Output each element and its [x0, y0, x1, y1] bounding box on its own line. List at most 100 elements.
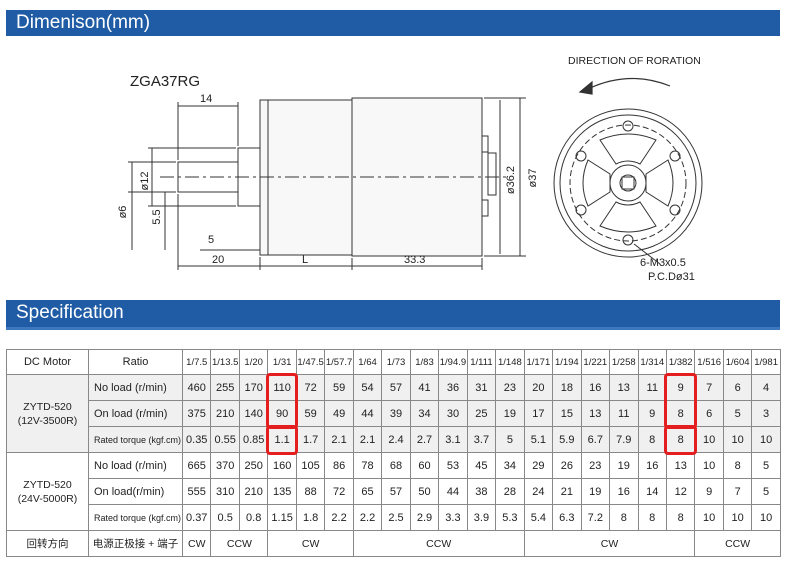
- table-cell: 50: [409, 478, 440, 505]
- table-cell: 0.55: [210, 426, 240, 453]
- table-cell: 19: [580, 478, 611, 505]
- table-cell: 19: [609, 452, 639, 479]
- ratio-header-cell: 1/981: [751, 349, 781, 375]
- dim-label-d36-2: ø36.2: [505, 166, 517, 194]
- table-cell: 9: [637, 400, 667, 427]
- table-cell: 555: [181, 478, 212, 505]
- table-cell: 59: [295, 400, 326, 427]
- table-cell: 1.15: [267, 504, 297, 531]
- ratio-header-cell: 1/604: [722, 349, 753, 375]
- table-cell: 11: [609, 400, 639, 427]
- table-cell: 10: [751, 426, 781, 453]
- table-cell: 28: [495, 478, 525, 505]
- table-cell: 3.7: [466, 426, 497, 453]
- dim-label-5-5: 5.5: [151, 209, 163, 224]
- table-cell: 38: [466, 478, 497, 505]
- dim-label-d37: ø37: [527, 169, 539, 188]
- rotation-direction-label: 回转方向: [6, 530, 89, 557]
- ratio-header-cell: 1/73: [381, 349, 411, 375]
- rotation-direction-cell: CCW: [210, 530, 269, 557]
- motor-model-spec: (24V-5000R): [17, 492, 78, 505]
- table-cell: 0.5: [210, 504, 240, 531]
- table-cell: 17: [523, 400, 554, 427]
- rotation-arrow-icon: [578, 77, 671, 95]
- ratio-header-cell: 1/64: [352, 349, 383, 375]
- row-label: Rated torque (kgf.cm): [88, 426, 183, 453]
- table-cell: 1.1: [267, 426, 297, 453]
- table-cell: 2.1: [352, 426, 383, 453]
- table-cell: 10: [751, 504, 781, 531]
- table-cell: 44: [438, 478, 468, 505]
- table-cell: 210: [238, 478, 269, 505]
- table-cell: 170: [238, 374, 269, 401]
- table-cell: 10: [694, 426, 724, 453]
- table-cell: 86: [324, 452, 354, 479]
- dim-label-33-3: 33.3: [404, 254, 425, 266]
- table-cell: 45: [466, 452, 497, 479]
- rotation-direction-cell: CW: [267, 530, 354, 557]
- table-cell: 72: [324, 478, 354, 505]
- table-cell: 18: [552, 374, 582, 401]
- table-cell: 8: [722, 452, 753, 479]
- row-label: No load (r/min): [88, 374, 183, 401]
- rotation-label: DIRECTION OF RORATION: [568, 55, 701, 67]
- motor-model-cell: ZYTD-520(24V-5000R): [6, 452, 89, 531]
- table-cell: 59: [324, 374, 354, 401]
- table-cell: 13: [580, 400, 611, 427]
- table-cell: 10: [722, 426, 753, 453]
- ratio-header-cell: 1/148: [495, 349, 525, 375]
- row-label: On load (r/min): [88, 400, 183, 427]
- table-cell: 7.9: [609, 426, 639, 453]
- motor-terminal: [481, 135, 489, 153]
- table-cell: 2.9: [409, 504, 440, 531]
- table-cell: 6.7: [580, 426, 611, 453]
- ratio-header-cell: 1/57.7: [324, 349, 354, 375]
- table-cell: 78: [352, 452, 383, 479]
- table-cell: 5.3: [495, 504, 525, 531]
- table-cell: 60: [409, 452, 440, 479]
- table-cell: 11: [637, 374, 667, 401]
- dim-label-d6: ø6: [117, 206, 129, 219]
- table-cell: 36: [438, 374, 468, 401]
- table-cell: 16: [637, 452, 667, 479]
- table-cell: 31: [466, 374, 497, 401]
- table-cell: 105: [295, 452, 326, 479]
- table-cell: 29: [523, 452, 554, 479]
- table-cell: 0.35: [181, 426, 212, 453]
- table-cell: 2.1: [324, 426, 354, 453]
- ratio-header-cell: 1/31: [267, 349, 297, 375]
- ratio-header-cell: 1/194: [552, 349, 582, 375]
- ratio-header-cell: 1/258: [609, 349, 639, 375]
- table-cell: 8: [665, 504, 696, 531]
- table-cell: 10: [722, 504, 753, 531]
- table-cell: 13: [665, 452, 696, 479]
- rotation-direction-cell: CW: [523, 530, 696, 557]
- specification-section-header: Specification: [6, 300, 780, 327]
- table-cell: 54: [352, 374, 383, 401]
- specification-section-title: Specification: [16, 302, 124, 323]
- rotation-direction-cell: CCW: [694, 530, 781, 557]
- table-cell: 5.9: [552, 426, 582, 453]
- table-cell: 1.8: [295, 504, 326, 531]
- table-cell: 2.5: [381, 504, 411, 531]
- ratio-header-cell: 1/314: [637, 349, 667, 375]
- table-cell: 34: [409, 400, 440, 427]
- table-cell: 7: [694, 374, 724, 401]
- table-cell: 7: [722, 478, 753, 505]
- table-cell: 5.4: [523, 504, 554, 531]
- rotation-direction-cell: CW: [181, 530, 212, 557]
- table-cell: 1.7: [295, 426, 326, 453]
- ratio-header-cell: 1/382: [665, 349, 696, 375]
- table-cell: 9: [694, 478, 724, 505]
- model-label: ZGA37RG: [130, 73, 200, 90]
- dim-label-20: 20: [212, 254, 224, 266]
- ratio-header-cell: 1/516: [694, 349, 724, 375]
- rotation-direction-cell: CCW: [352, 530, 525, 557]
- table-cell: 57: [381, 374, 411, 401]
- table-cell: 23: [495, 374, 525, 401]
- table-cell: 0.37: [181, 504, 212, 531]
